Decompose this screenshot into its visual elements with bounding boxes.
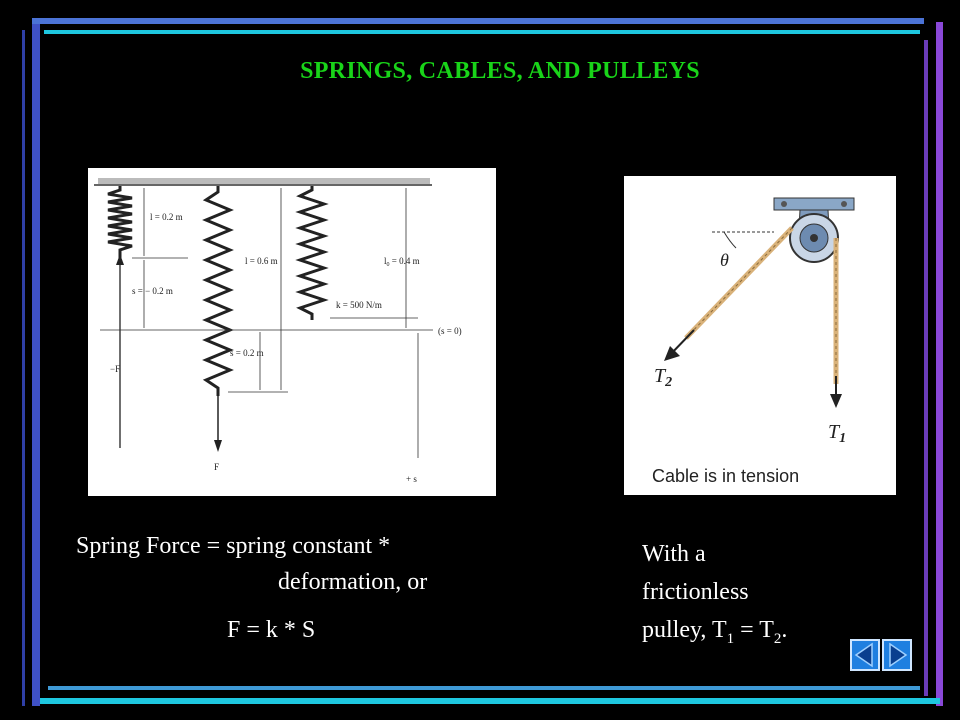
spring-figure: l = 0.2 m s = − 0.2 m −F l = 0.6 m s = 0… xyxy=(88,168,496,496)
t1-label: T1 xyxy=(828,421,846,446)
triangle-left-icon xyxy=(854,642,873,668)
pulley-text-line1: With a xyxy=(642,541,706,567)
spring-natural xyxy=(295,186,329,320)
frame-right-inner-bar xyxy=(924,40,928,696)
spring-stretched xyxy=(202,186,234,396)
label-l2: l = 0.6 m xyxy=(245,256,278,266)
label-minus-f: −F xyxy=(110,364,120,374)
label-f: F xyxy=(214,462,219,472)
frame-top-inner-bar xyxy=(44,30,920,34)
theta-label: θ xyxy=(720,250,729,270)
spring-compressed xyxy=(107,186,133,258)
t2-label: T2 xyxy=(654,365,672,390)
label-l0: l0 = 0.4 m xyxy=(384,256,420,268)
pulley-text-line3: pulley, T1 = T2. xyxy=(642,617,788,647)
spring-text-line1: Spring Force = spring constant * xyxy=(76,533,391,559)
pulley-text-line2: frictionless xyxy=(642,579,749,605)
frame-left-inner-bar xyxy=(22,30,25,706)
slide-title: SPRINGS, CABLES, AND PULLEYS xyxy=(300,58,700,84)
frame-bottom-inner-bar xyxy=(48,686,920,690)
pulley-caption: Cable is in tension xyxy=(652,466,799,486)
label-s1: s = − 0.2 m xyxy=(132,286,173,296)
pulley-figure: θ T2 T1 Cable is in tension xyxy=(624,176,896,495)
label-k: k = 500 N/m xyxy=(336,300,382,310)
forward-button[interactable] xyxy=(882,639,912,671)
spring-formula: F = k * S xyxy=(227,617,316,643)
label-s2: s = 0.2 m xyxy=(230,348,264,358)
frame-top-bar xyxy=(32,18,924,24)
pulley-diagram: θ T2 T1 Cable is in tension xyxy=(652,197,855,486)
label-plus-s: + s xyxy=(406,474,417,484)
spring-diagram: l = 0.2 m s = − 0.2 m −F l = 0.6 m s = 0… xyxy=(94,178,462,484)
spring-text-line2: deformation, or xyxy=(278,569,428,595)
back-button[interactable] xyxy=(850,639,880,671)
frame-bottom-bar xyxy=(40,698,940,704)
frame-left-bar xyxy=(32,18,40,706)
label-s0: (s = 0) xyxy=(438,326,462,336)
triangle-right-icon xyxy=(889,642,908,668)
frame-right-bar xyxy=(936,22,943,706)
label-l1: l = 0.2 m xyxy=(150,212,183,222)
